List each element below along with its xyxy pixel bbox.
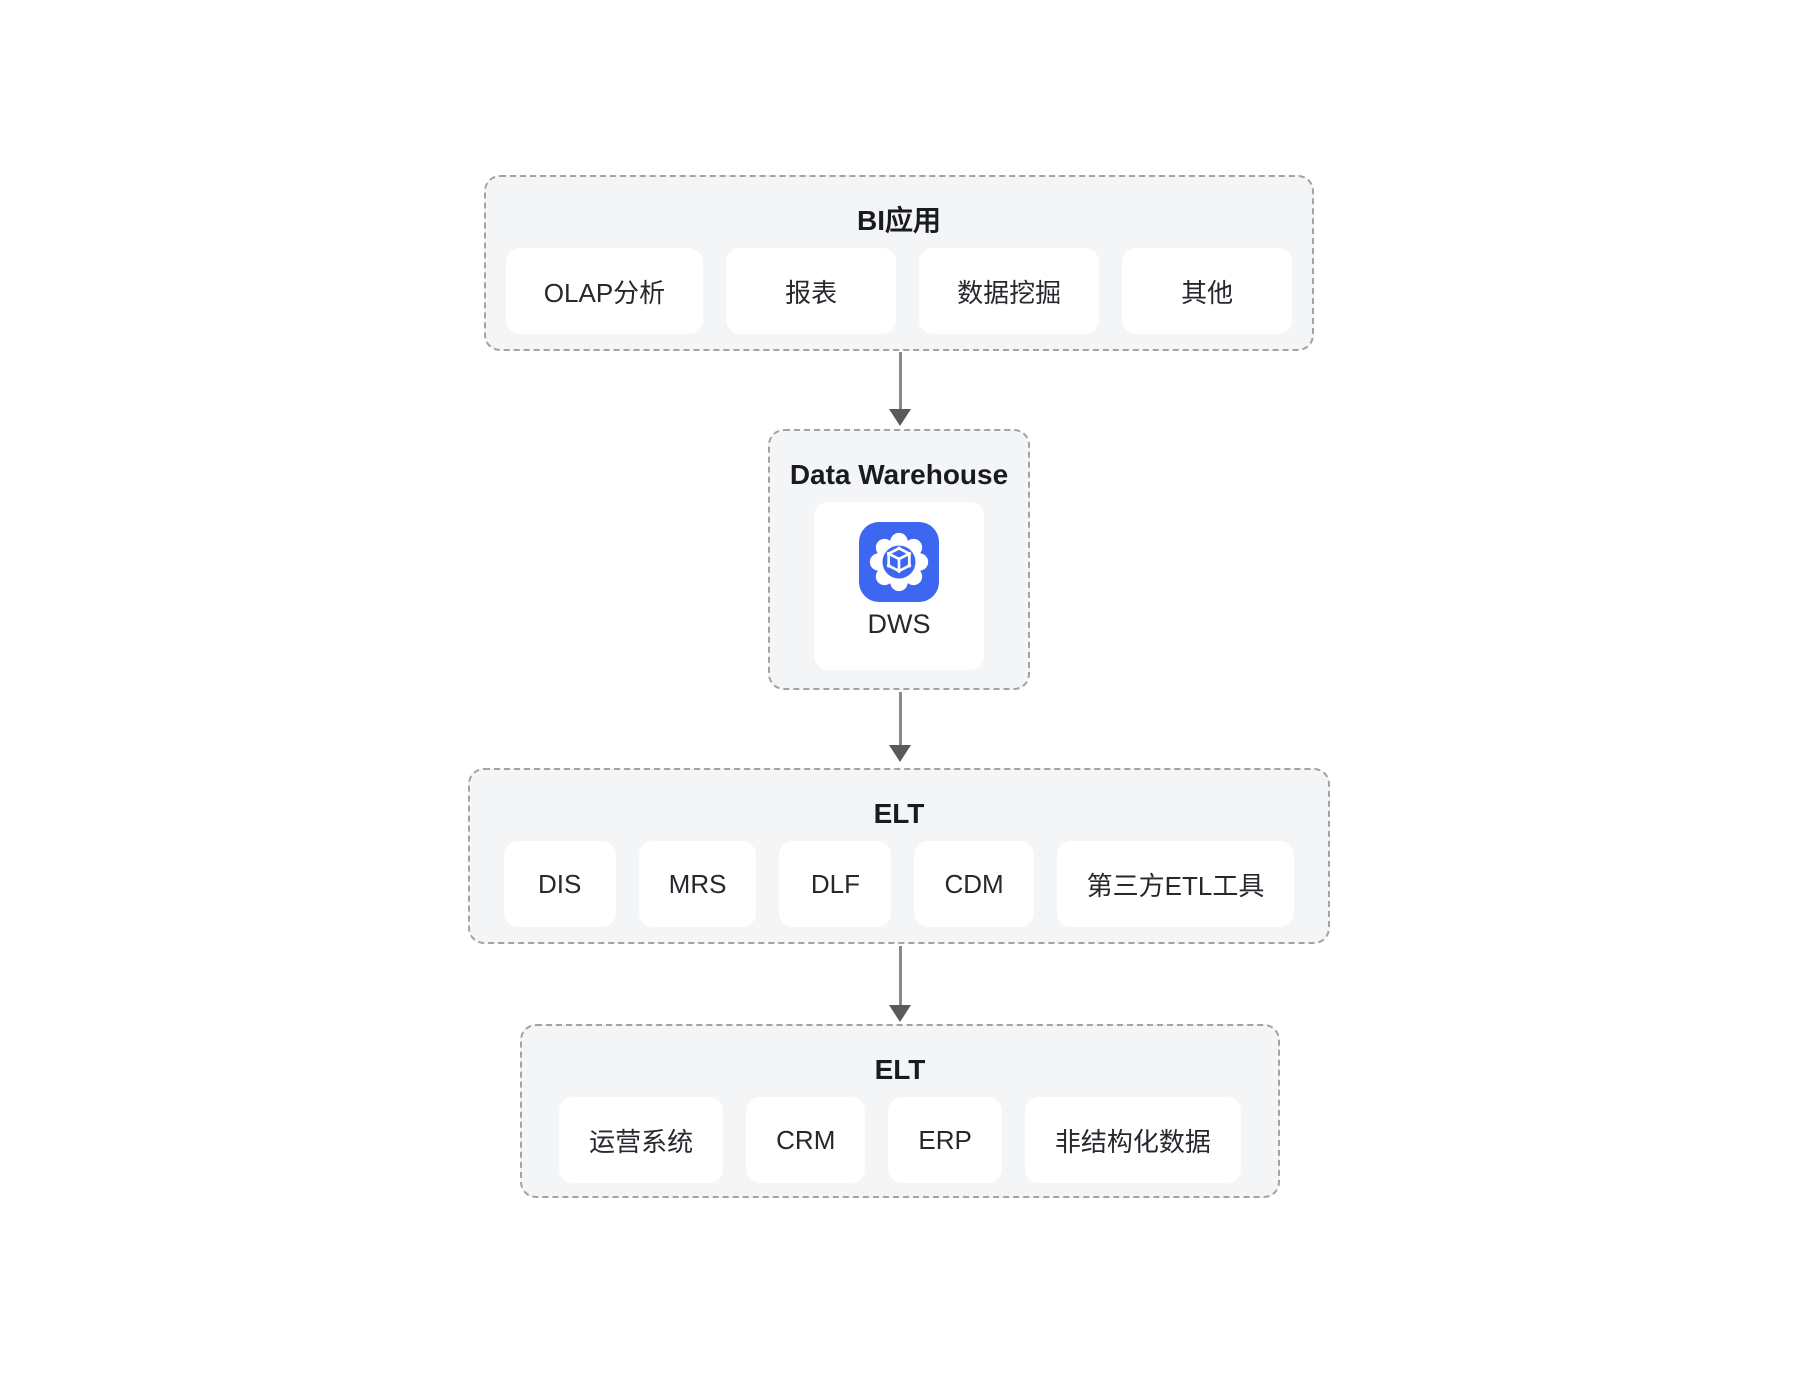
elt-tool-card: 第三方ETL工具 [1056, 841, 1295, 927]
arrow-shaft [898, 692, 902, 747]
bi-app-card-label: 数据挖掘 [957, 277, 1062, 308]
data-warehouse-title: Data Warehouse [789, 459, 1009, 490]
data-source-card: CRM [746, 1097, 866, 1183]
gear-cube-icon [869, 532, 929, 592]
bi-apps-cards: OLAP分析 报表 数据挖掘 其他 [505, 248, 1293, 334]
elt-tool-card: CDM [914, 841, 1034, 927]
arrow-head [889, 745, 911, 762]
bi-app-card: OLAP分析 [505, 248, 704, 334]
elt-tool-card: MRS [638, 841, 757, 927]
arrow-shaft [898, 946, 902, 1007]
data-source-card: 运营系统 [559, 1097, 724, 1183]
dws-service-label: DWS [867, 609, 931, 639]
elt-tool-card: DLF [779, 841, 892, 927]
data-sources-cards: 运营系统 CRM ERP 非结构化数据 [559, 1097, 1241, 1183]
elt-tools-title: ELT [873, 798, 925, 829]
data-source-card: ERP [888, 1097, 1002, 1183]
elt-tool-card-label: DIS [537, 868, 582, 899]
arrow-head [889, 1005, 911, 1022]
bi-app-card: 数据挖掘 [919, 248, 1100, 334]
bi-app-card-label: 其他 [1181, 277, 1234, 308]
elt-tools-cards: DIS MRS DLF CDM 第三方ETL工具 [503, 841, 1295, 927]
dws-card: DWS [814, 502, 984, 670]
flow-arrow-dw-to-elt [888, 692, 912, 762]
elt-tool-card-label: CDM [944, 868, 1004, 899]
dws-icon-tile [859, 522, 939, 602]
data-source-card: 非结构化数据 [1024, 1097, 1241, 1183]
flow-arrow-bi-to-dw [888, 352, 912, 426]
data-sources-title: ELT [874, 1054, 926, 1085]
bi-app-card: 其他 [1122, 248, 1293, 334]
bi-app-card-label: 报表 [785, 277, 838, 308]
elt-tools-group: ELT DIS MRS DLF CDM 第三方E [468, 768, 1330, 944]
elt-tool-card-label: DLF [810, 868, 860, 899]
data-source-card-label: CRM [776, 1124, 836, 1155]
arrow-shaft [898, 352, 902, 411]
flow-arrow-elt-to-sources [888, 946, 912, 1022]
data-warehouse-group: Data Warehouse [768, 429, 1030, 690]
bi-app-card: 报表 [726, 248, 897, 334]
bi-apps-title: BI应用 [856, 205, 941, 236]
data-source-card-label: ERP [918, 1124, 972, 1155]
bi-app-card-label: OLAP分析 [543, 277, 666, 308]
arrow-head [889, 409, 911, 426]
bi-apps-group: BI应用 OLAP分析 报表 数据挖掘 其他 [484, 175, 1314, 351]
data-source-card-label: 非结构化数据 [1054, 1126, 1211, 1157]
data-source-card-label: 运营系统 [589, 1126, 694, 1157]
data-sources-group: ELT 运营系统 CRM ERP 非结构化数据 [520, 1024, 1280, 1198]
elt-tool-card-label: MRS [668, 868, 727, 899]
elt-tool-card-label: 第三方ETL工具 [1086, 870, 1265, 901]
elt-tool-card: DIS [503, 841, 616, 927]
